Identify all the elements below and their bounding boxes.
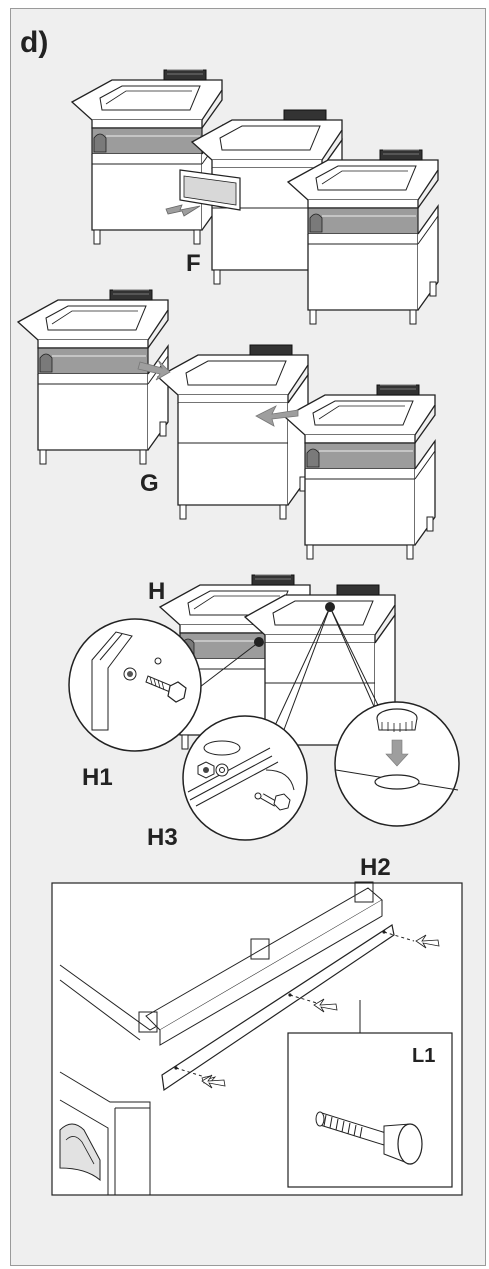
arrow-left-icon <box>165 204 201 217</box>
step-h3-label: H3 <box>147 824 178 851</box>
detail-l1 <box>287 1032 453 1188</box>
step-f-label: F <box>186 250 201 277</box>
step-h2-label: H2 <box>360 854 391 881</box>
step-l1-label: L1 <box>412 1045 436 1067</box>
arrow-left-icon-2 <box>255 405 299 427</box>
joining-strip <box>161 924 395 1092</box>
arrow-right-icon <box>137 359 171 381</box>
step-h-label: H <box>148 578 166 605</box>
step-l-panel <box>51 881 463 1196</box>
step-g-illustration <box>17 289 436 560</box>
step-f-illustration <box>71 69 439 325</box>
section-label: d) <box>20 26 49 59</box>
detail-h3 <box>182 715 308 841</box>
arrow-down-icon <box>385 739 409 767</box>
step-h1-label: H1 <box>82 764 113 791</box>
step-g-label: G <box>140 470 159 497</box>
step-h-illustration <box>68 574 460 841</box>
